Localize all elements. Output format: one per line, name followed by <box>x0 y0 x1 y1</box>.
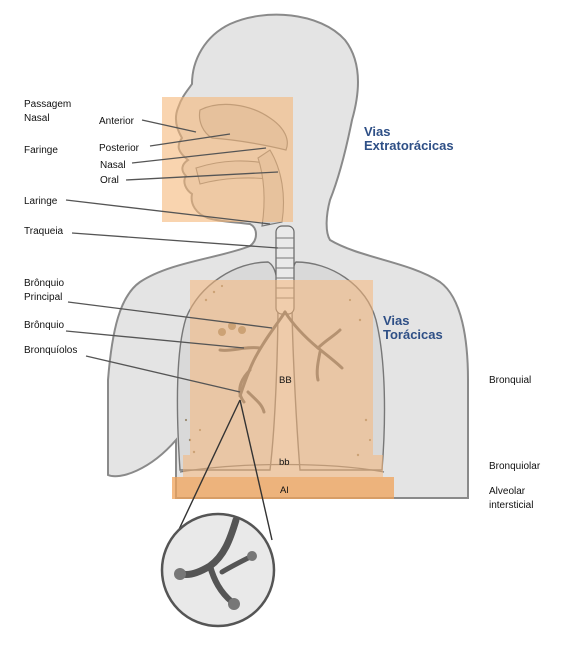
thoracic-overlay <box>190 280 373 455</box>
region-toracicas-line1: Vias <box>383 313 410 328</box>
extrathoracic-overlay <box>162 97 293 222</box>
zone-bb-upper: BB <box>279 375 292 386</box>
label-nasal: Nasal <box>100 160 126 171</box>
leader-lines <box>65 119 279 393</box>
zone-bb-lower: bb <box>279 457 290 468</box>
region-toracicas-line2: Torácicas <box>383 327 443 342</box>
region-extratoracicas-line2: Extratorácicas <box>364 138 454 153</box>
label-passagem-nasal-line1: Passagem <box>24 99 71 110</box>
magnifier <box>160 399 276 628</box>
label-passagem-nasal-line2: Nasal <box>24 113 50 124</box>
side-label-bronquiolar: Bronquiolar <box>489 461 541 472</box>
label-oral: Oral <box>100 175 119 186</box>
label-bronquio: Brônquio <box>24 320 64 331</box>
bronchiolar-overlay <box>183 455 383 477</box>
label-faringe: Faringe <box>24 145 58 156</box>
label-bronquiolos: Bronquíolos <box>24 345 77 356</box>
label-bronquio-principal-line1: Brônquio <box>24 278 64 289</box>
label-anterior: Anterior <box>99 116 135 127</box>
region-extratoracicas-line1: Vias <box>364 124 391 139</box>
zone-al: Al <box>280 485 288 496</box>
label-bronquio-principal-line2: Principal <box>24 292 62 303</box>
label-posterior: Posterior <box>99 143 140 154</box>
side-label-bronquial: Bronquial <box>489 375 531 386</box>
side-label-alveolar-line2: intersticial <box>489 500 533 511</box>
label-traqueia: Traqueia <box>24 226 64 237</box>
label-laringe: Laringe <box>24 196 58 207</box>
alveolar-overlay <box>172 477 394 499</box>
side-label-alveolar-line1: Alveolar <box>489 486 526 497</box>
